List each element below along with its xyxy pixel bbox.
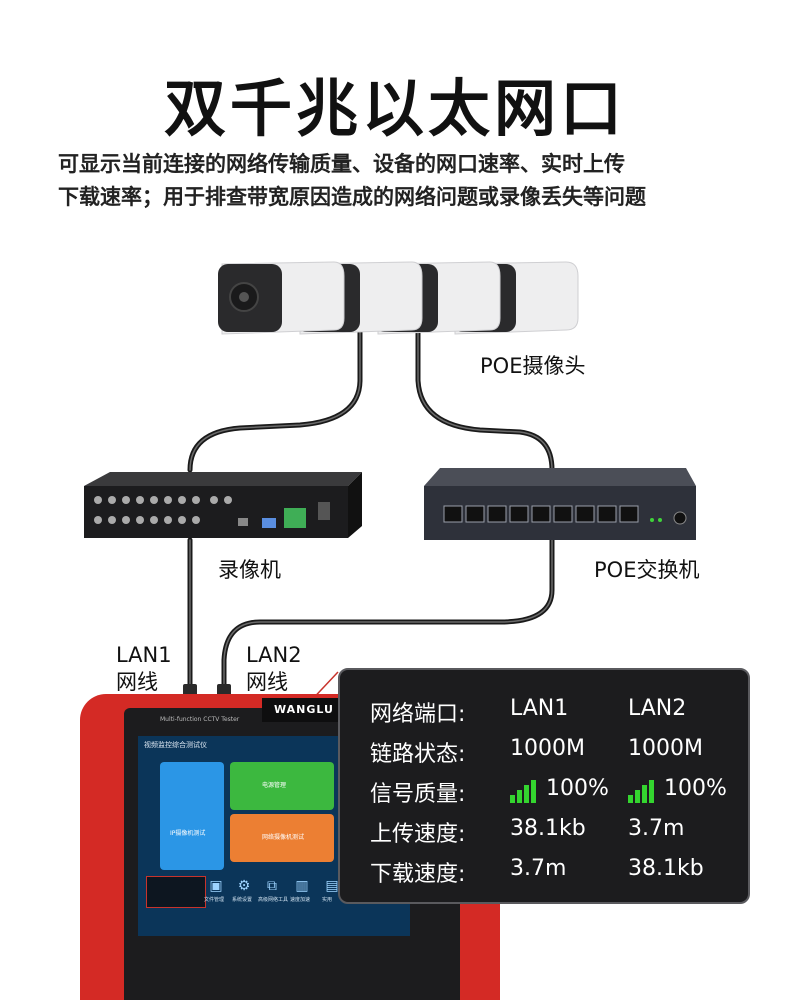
poe-camera-label: POE摄像头 <box>480 354 586 378</box>
row-key: 网络端口: <box>370 702 466 727</box>
row-value-lan2: 1000M <box>628 736 703 761</box>
page-subtitle: 可显示当前连接的网络传输质量、设备的网口速率、实时上传 下载速率；用于排查带宽原… <box>58 148 748 214</box>
row-value-lan2: LAN2 <box>628 696 687 721</box>
signal-lan1: 100% <box>510 776 609 803</box>
recorder-device <box>84 472 362 538</box>
signal-value: 100% <box>664 776 727 801</box>
network-port-panel: 网络端口: LAN1 LAN2 链路状态: 1000M 1000M 信号质量: … <box>338 668 750 904</box>
recorder-label: 录像机 <box>218 558 281 582</box>
row-key: 下载速度: <box>370 862 466 887</box>
signal-bars-icon <box>628 778 656 803</box>
device-model-text: Multi-function CCTV Tester <box>160 716 240 723</box>
poe-switch-device <box>424 468 696 540</box>
lan1-name: LAN1 <box>116 643 172 667</box>
subtitle-line-1: 可显示当前连接的网络传输质量、设备的网口速率、实时上传 <box>58 152 625 176</box>
camera-group <box>218 261 579 335</box>
gear-icon[interactable]: ⚙ <box>237 878 251 894</box>
lan2-name: LAN2 <box>246 643 302 667</box>
tools-icon[interactable]: ▤ <box>325 878 339 894</box>
row-value-lan2: 3.7m <box>628 816 685 841</box>
cable-camera-recorder <box>187 327 363 473</box>
subtitle-line-2: 下载速率；用于排查带宽原因造成的网络问题或录像丢失等问题 <box>58 185 646 209</box>
panel-row-upload: 上传速度: 38.1kb 3.7m <box>340 816 752 856</box>
brand-logo: WANGLU <box>262 698 346 722</box>
mini-panel-preview <box>146 876 206 908</box>
page-title: 双千兆以太网口 <box>163 72 626 145</box>
tile-ip-camera-test[interactable] <box>160 762 224 870</box>
tile-ip-camera-label: IP摄像机测试 <box>170 830 206 837</box>
tile-power-label: 电源管理 <box>262 782 287 789</box>
row-value-lan1: 1000M <box>510 736 585 761</box>
row-value-lan2: 38.1kb <box>628 856 704 881</box>
cables <box>187 327 555 693</box>
camera-1 <box>218 261 345 335</box>
signal-bars-icon <box>510 778 538 803</box>
dock-label-network-tools: 高级网络工具 <box>258 897 289 903</box>
lan2-cable-text: 网线 <box>246 670 288 694</box>
tile-power[interactable] <box>230 762 334 810</box>
row-key: 上传速度: <box>370 822 466 847</box>
network-icon[interactable]: ⧉ <box>267 878 277 894</box>
folder-icon[interactable]: ▣ <box>209 878 223 894</box>
row-key: 链路状态: <box>370 742 466 767</box>
dock-label-speed: 速度加速 <box>290 897 311 903</box>
row-value-lan1: 3.7m <box>510 856 567 881</box>
dock-label-files: 文件管理 <box>204 897 225 903</box>
signal-value: 100% <box>546 776 609 801</box>
dock-label-utility: 实用 <box>322 897 333 903</box>
poe-switch-label: POE交换机 <box>594 558 700 582</box>
lan1-cable-text: 网线 <box>116 670 158 694</box>
panel-row-link: 链路状态: 1000M 1000M <box>340 736 752 776</box>
tile-network-camera-label: 网络摄像机测试 <box>262 834 305 841</box>
row-value-lan1: LAN1 <box>510 696 569 721</box>
dock-label-settings: 系统设置 <box>232 897 253 903</box>
lan1-cable-label: LAN1 网线 <box>116 642 172 696</box>
speed-icon[interactable]: ▥ <box>295 878 309 894</box>
row-value-lan1: 38.1kb <box>510 816 586 841</box>
signal-lan2: 100% <box>628 776 727 803</box>
tile-network-camera[interactable] <box>230 814 334 862</box>
screen-title: 视频监控综合测试仪 <box>144 741 207 749</box>
panel-row-port: 网络端口: LAN1 LAN2 <box>340 696 752 736</box>
panel-row-signal: 信号质量: 100% 100% <box>340 776 752 816</box>
panel-row-download: 下载速度: 3.7m 38.1kb <box>340 856 752 896</box>
row-key: 信号质量: <box>370 782 466 807</box>
lan2-cable-label: LAN2 网线 <box>246 642 302 696</box>
